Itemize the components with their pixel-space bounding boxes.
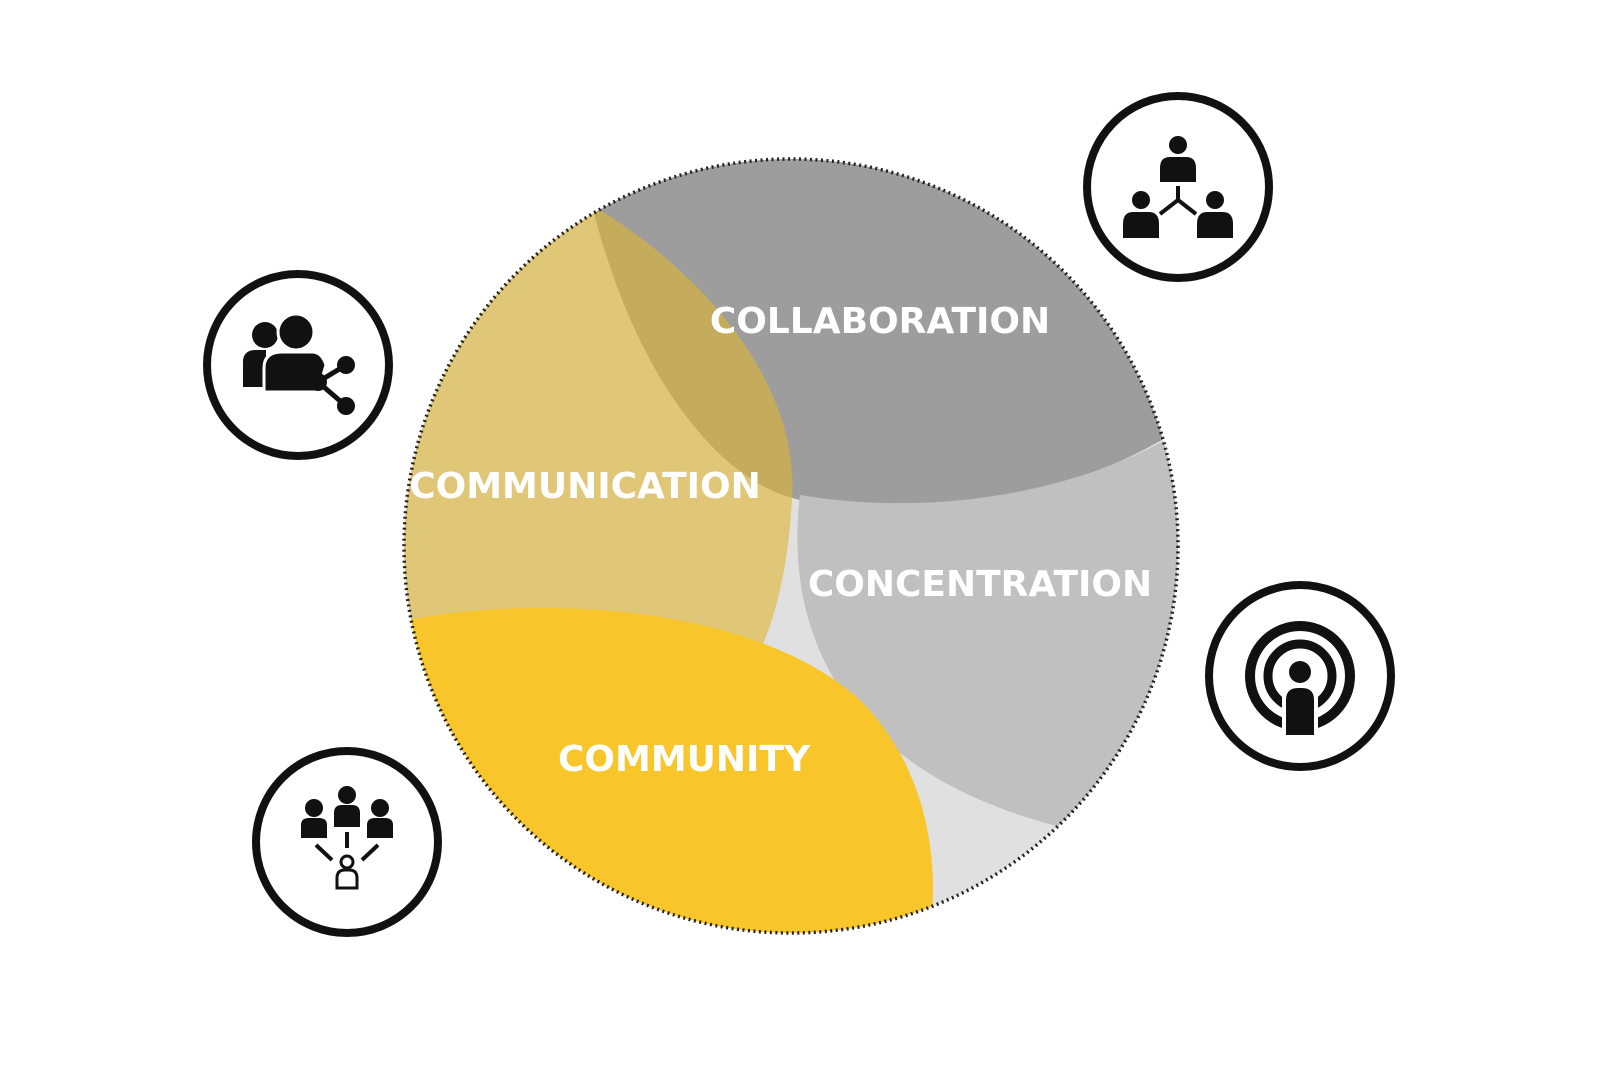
group-network-icon <box>252 747 442 937</box>
outer-dotted-circle <box>402 157 1180 935</box>
concentration-region <box>797 425 1178 828</box>
podcast-user-icon <box>1205 581 1395 771</box>
team-hierarchy-icon <box>1083 92 1273 282</box>
label-community: COMMUNITY <box>558 739 811 780</box>
label-concentration: CONCENTRATION <box>808 564 1152 605</box>
label-collaboration: COLLABORATION <box>710 301 1050 342</box>
label-communication: COMMUNICATION <box>409 466 761 507</box>
user-share-icon <box>203 270 393 460</box>
